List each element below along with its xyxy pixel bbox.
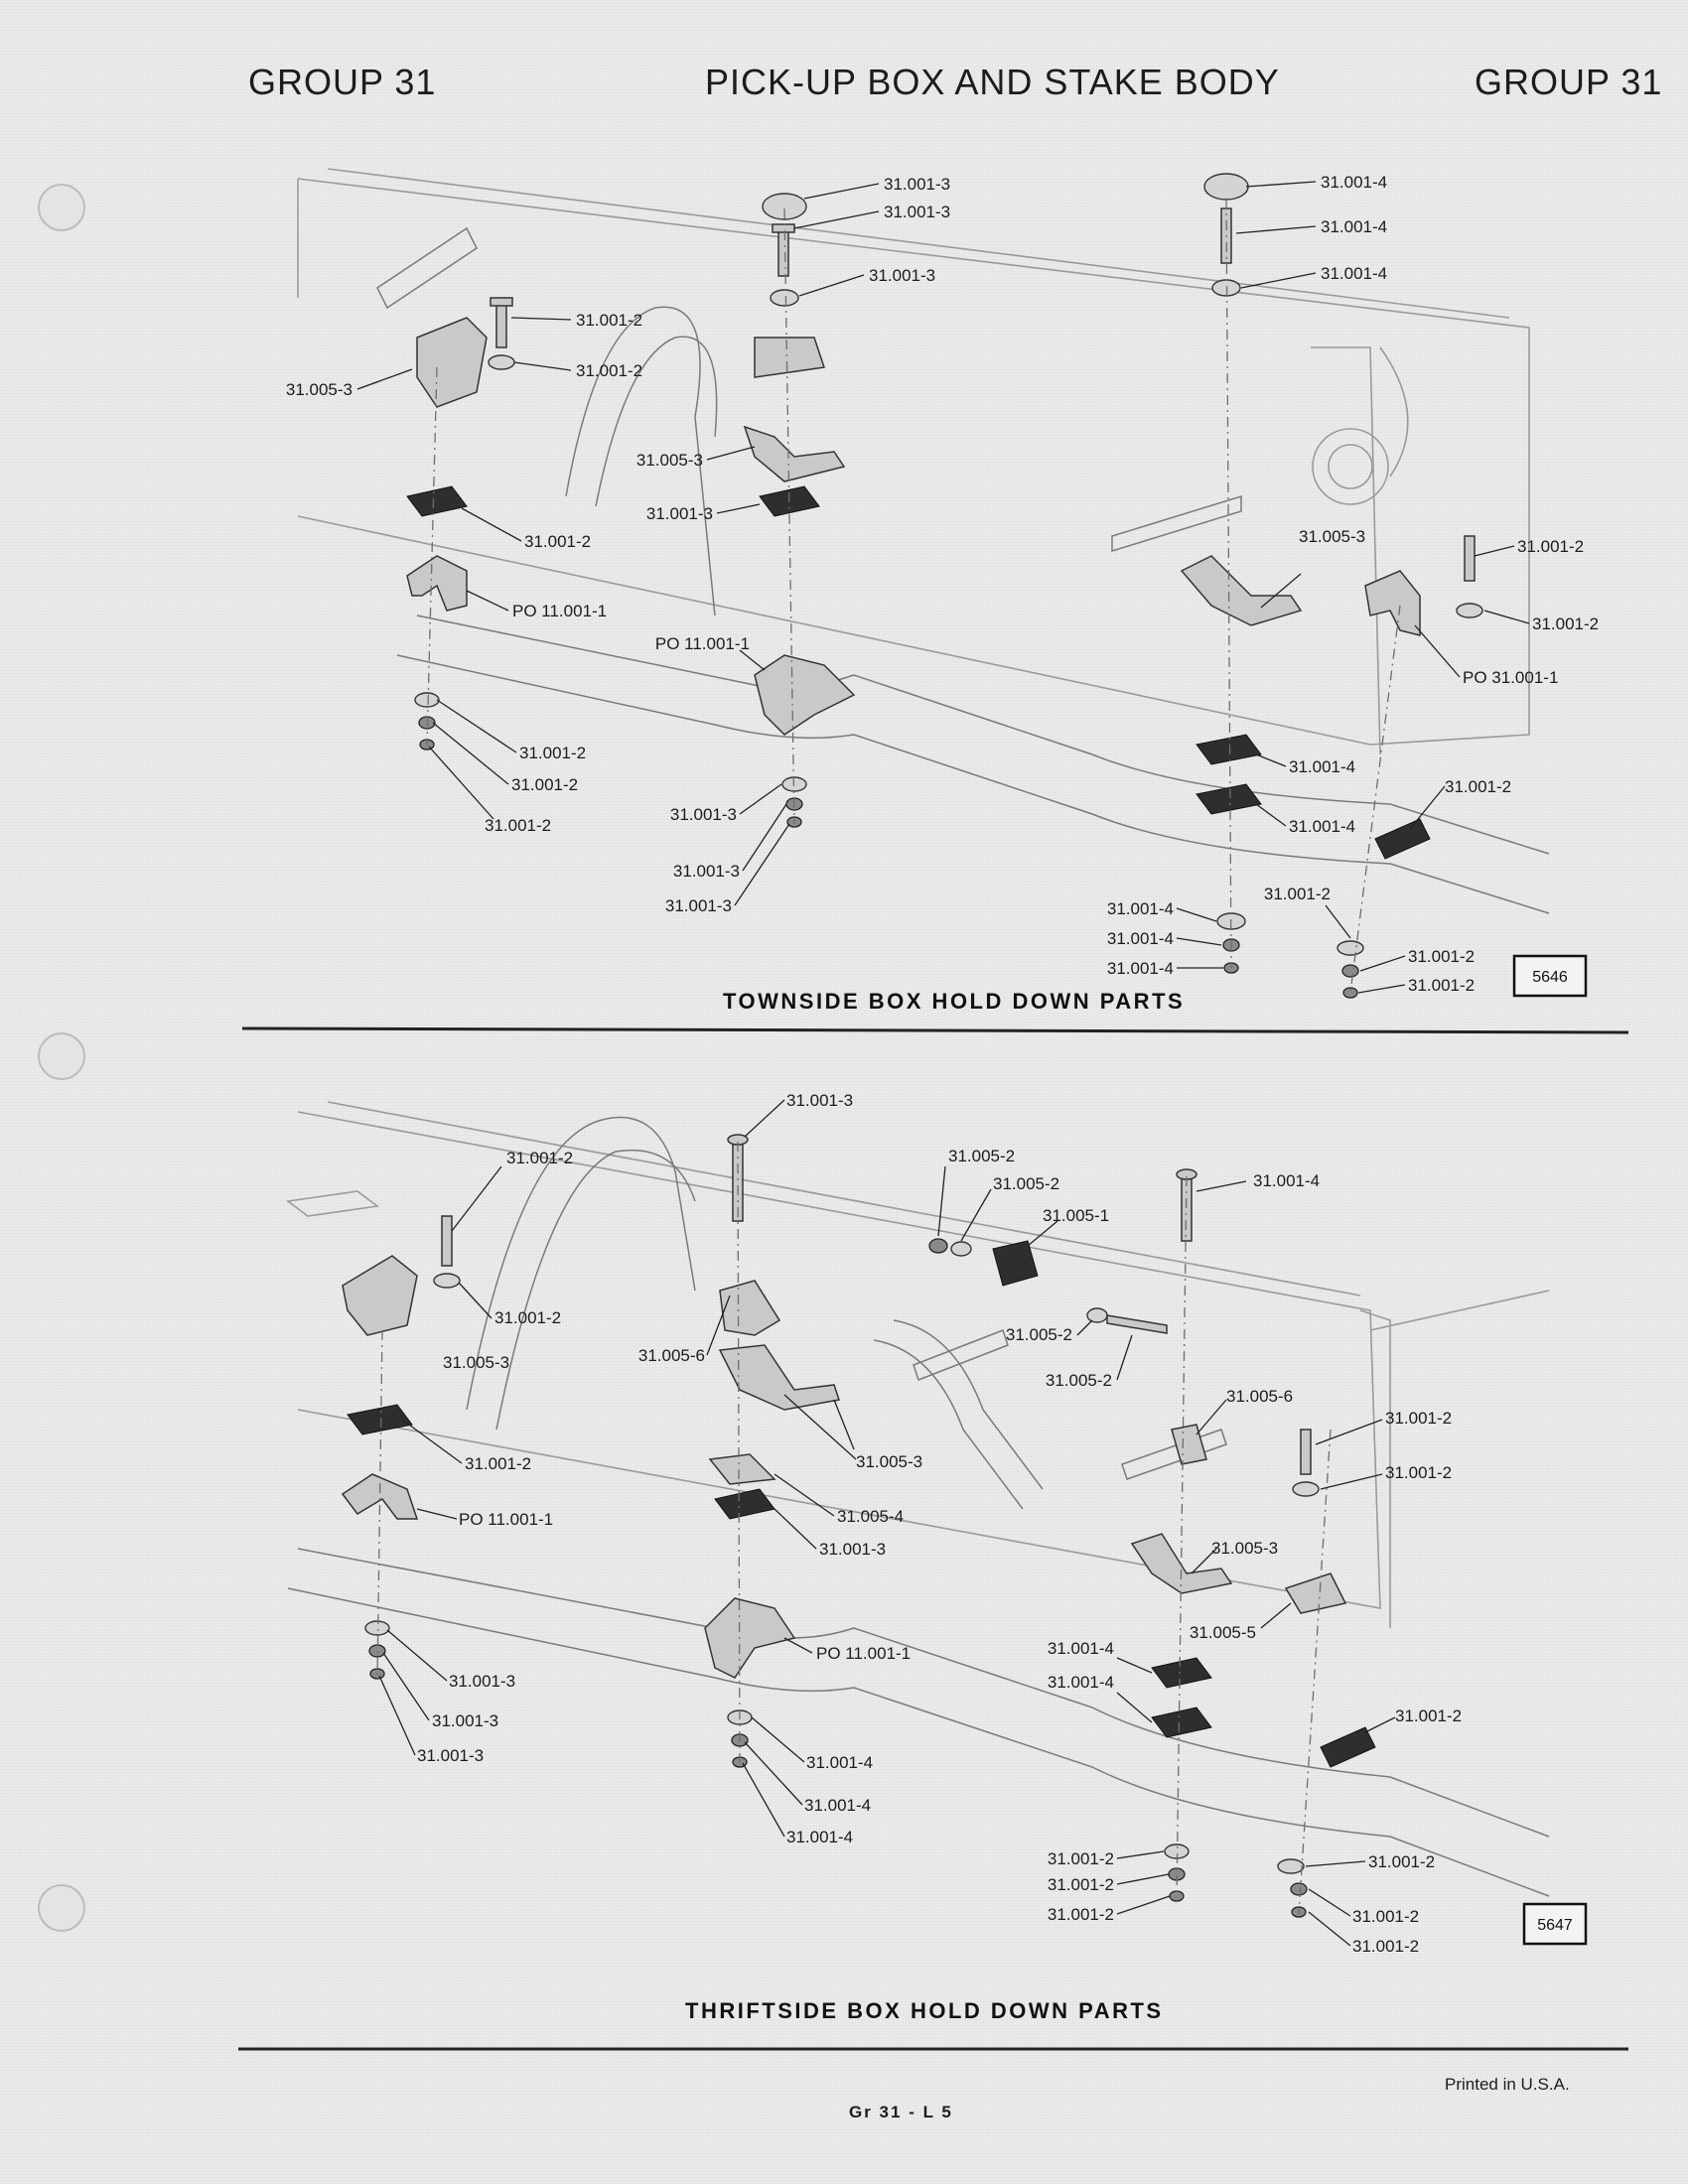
callout: PO 11.001-1 — [459, 1510, 553, 1529]
callout: 31.001-2 — [506, 1149, 573, 1167]
callout: 31.005-3 — [1299, 527, 1365, 546]
callout: 31.001-2 — [524, 532, 591, 551]
townside-figure-number-box: 5646 — [1512, 954, 1588, 998]
callout: 31.001-3 — [869, 266, 935, 285]
callout: 31.001-3 — [670, 805, 737, 824]
townside-parts — [406, 173, 1483, 999]
callout: 31.005-2 — [993, 1174, 1059, 1193]
callout: 31.001-2 — [1385, 1409, 1452, 1428]
page-number: Gr 31 - L 5 — [849, 2103, 953, 2121]
callout: 31.005-3 — [636, 451, 703, 470]
thriftside-callouts: 31.001-3 31.005-2 31.005-2 31.005-1 31.0… — [417, 1091, 1462, 1956]
punch-hole-bottom — [38, 1884, 85, 1932]
callout: 31.001-2 — [1048, 1905, 1114, 1924]
townside-figure-title: TOWNSIDE BOX HOLD DOWN PARTS — [723, 989, 1185, 1014]
callout: 31.001-2 — [1048, 1849, 1114, 1868]
callout: 31.001-3 — [417, 1746, 484, 1765]
callout: 31.001-3 — [819, 1540, 886, 1559]
callout: 31.001-4 — [1107, 929, 1174, 948]
callout: 31.001-2 — [576, 311, 642, 330]
callout: 31.001-3 — [646, 504, 713, 523]
callout: 31.001-2 — [1532, 614, 1599, 633]
thriftside-leader-lines — [378, 1099, 1396, 1947]
callout: 31.001-2 — [1395, 1706, 1462, 1725]
thriftside-parts — [341, 1134, 1376, 1918]
callout: 31.001-3 — [665, 896, 732, 915]
figure-number: 5646 — [1532, 969, 1568, 986]
callout: 31.005-3 — [856, 1452, 922, 1471]
callout: 31.001-4 — [804, 1796, 871, 1815]
callout: 31.005-3 — [443, 1353, 509, 1372]
callout: 31.001-2 — [1445, 777, 1511, 796]
callout: 31.001-2 — [519, 744, 586, 762]
callout: 31.001-3 — [884, 175, 950, 194]
callout: PO 11.001-1 — [512, 602, 607, 620]
callout: 31.001-2 — [1264, 885, 1331, 903]
header-section-title: PICK-UP BOX AND STAKE BODY — [705, 62, 1280, 102]
callout: 31.001-2 — [485, 816, 551, 835]
callout: 31.005-6 — [1226, 1387, 1293, 1406]
callout: 31.001-2 — [494, 1308, 561, 1327]
callout: 31.001-4 — [1321, 264, 1387, 283]
callout: 31.005-3 — [1211, 1539, 1278, 1558]
callout: 31.001-4 — [1107, 899, 1174, 918]
figure-number: 5647 — [1537, 1917, 1573, 1934]
townside-centerlines — [426, 198, 1401, 994]
thriftside-centerlines — [376, 1141, 1332, 1915]
callout: 31.005-6 — [638, 1346, 705, 1365]
callout: 31.001-4 — [1321, 173, 1387, 192]
header-group-right: GROUP 31 — [1475, 62, 1663, 102]
callout: 31.005-2 — [948, 1147, 1015, 1165]
callout: 31.001-2 — [1517, 537, 1584, 556]
callout: 31.001-3 — [673, 862, 740, 881]
callout: 31.001-4 — [1321, 217, 1387, 236]
callout: 31.001-4 — [786, 1828, 853, 1846]
figure-separator-rule — [241, 1026, 1629, 1034]
callout: 31.001-4 — [1107, 959, 1174, 978]
callout: 31.001-2 — [1408, 947, 1475, 966]
callout: PO 11.001-1 — [655, 634, 750, 653]
callout: 31.001-2 — [1048, 1875, 1114, 1894]
callout: 31.005-1 — [1043, 1206, 1109, 1225]
callout: 31.005-2 — [1006, 1325, 1072, 1344]
callout: 31.005-5 — [1190, 1623, 1256, 1642]
callout: PO 31.001-1 — [1463, 668, 1558, 687]
callout: 31.001-4 — [806, 1753, 873, 1772]
callout: 31.005-4 — [837, 1507, 904, 1526]
callout: 31.001-2 — [1408, 976, 1475, 995]
callout: 31.001-2 — [1368, 1852, 1435, 1871]
callout: 31.001-3 — [449, 1672, 515, 1691]
punch-hole-middle — [38, 1032, 85, 1080]
thriftside-figure-title: THRIFTSIDE BOX HOLD DOWN PARTS — [685, 1998, 1164, 2023]
header-group-left: GROUP 31 — [248, 62, 437, 102]
callout: 31.001-2 — [1352, 1907, 1419, 1926]
punch-hole-top — [38, 184, 85, 231]
callout: 31.001-3 — [884, 203, 950, 221]
thriftside-box-drawing — [285, 1101, 1550, 1897]
callout: 31.001-4 — [1289, 757, 1355, 776]
townside-callouts: 31.001-3 31.001-3 31.001-3 31.001-4 31.0… — [286, 173, 1599, 995]
callout: 31.001-3 — [432, 1711, 498, 1730]
callout: 31.005-2 — [1046, 1371, 1112, 1390]
callout: 31.001-4 — [1253, 1171, 1320, 1190]
callout: 31.005-3 — [286, 380, 352, 399]
callout: 31.001-2 — [511, 775, 578, 794]
callout: PO 11.001-1 — [816, 1644, 911, 1663]
callout: 31.001-4 — [1289, 817, 1355, 836]
callout: 31.001-4 — [1048, 1639, 1114, 1658]
callout: 31.001-2 — [465, 1454, 531, 1473]
callout: 31.001-4 — [1048, 1673, 1114, 1692]
thriftside-figure-number-box: 5647 — [1522, 1902, 1588, 1946]
callout: 31.001-2 — [576, 361, 642, 380]
townside-leader-lines — [356, 181, 1530, 994]
callout: 31.001-3 — [786, 1091, 853, 1110]
callout: 31.001-2 — [1385, 1463, 1452, 1482]
callout: 31.001-2 — [1352, 1937, 1419, 1956]
printed-in-usa-note: Printed in U.S.A. — [1445, 2075, 1570, 2094]
